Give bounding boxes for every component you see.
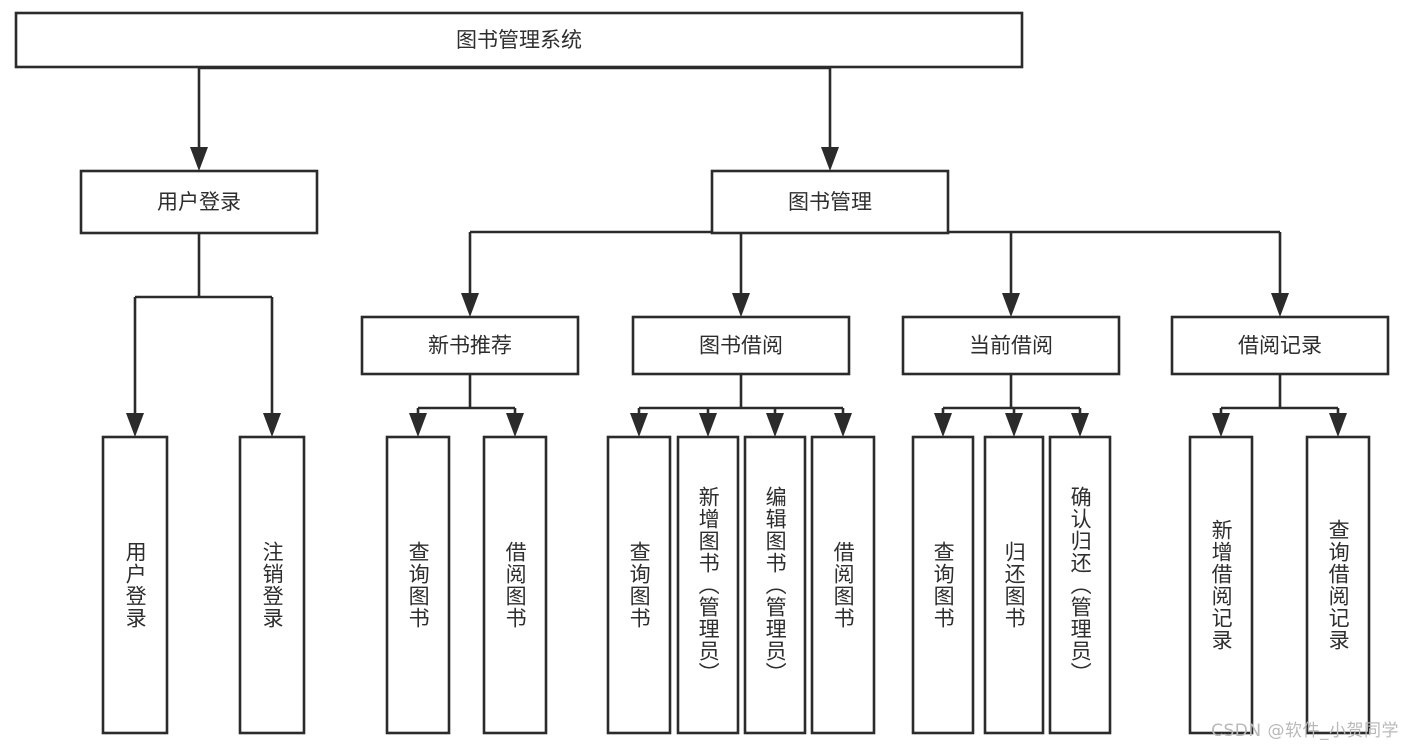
node-label-当前借阅: 当前借阅 <box>969 334 1053 358</box>
arrow-head-icon-用户登录 <box>190 147 208 171</box>
node-box-用户登录[interactable] <box>101 435 169 735</box>
node-box-借阅图书[interactable] <box>810 435 876 735</box>
arrow-head-icon-查询图书 <box>630 413 648 437</box>
arrow-head-icon-注销登录 <box>263 413 281 437</box>
node-box-查询图书[interactable] <box>911 435 975 735</box>
node-box-查询图书[interactable] <box>385 435 451 735</box>
node-box-图书管理[interactable] <box>710 169 950 235</box>
node-box-注销登录[interactable] <box>238 435 306 735</box>
arrow-head-icon-新书推荐 <box>461 293 479 317</box>
arrow-head-icon-查询借阅记录 <box>1329 413 1347 437</box>
node-label-新书推荐: 新书推荐 <box>428 334 512 358</box>
node-label-用户登录: 用户登录 <box>157 190 241 214</box>
arrow-head-icon-图书管理 <box>821 147 839 171</box>
node-label-借阅记录: 借阅记录 <box>1238 334 1322 358</box>
node-box-用户登录[interactable] <box>79 169 319 235</box>
node-box-当前借阅[interactable] <box>901 315 1121 376</box>
node-box-借阅记录[interactable] <box>1170 315 1390 376</box>
node-box-借阅图书[interactable] <box>482 435 548 735</box>
node-box-查询借阅记录[interactable] <box>1305 435 1371 735</box>
node-box-图书管理系统[interactable] <box>14 11 1024 69</box>
arrow-head-icon-确认归还管理员 <box>1071 413 1089 437</box>
node-box-编辑图书管理员[interactable] <box>743 435 807 735</box>
arrow-head-icon-用户登录 <box>126 413 144 437</box>
node-box-图书借阅[interactable] <box>631 315 851 376</box>
node-box-layer <box>14 11 1390 735</box>
arrow-head-icon-编辑图书管理员 <box>766 413 784 437</box>
arrow-head-icon-查询图书 <box>409 413 427 437</box>
node-label-图书管理: 图书管理 <box>788 190 872 214</box>
connector-layer <box>126 66 1347 437</box>
node-box-确认归还管理员[interactable] <box>1048 435 1112 735</box>
node-box-归还图书[interactable] <box>983 435 1045 735</box>
node-box-新书推荐[interactable] <box>360 315 580 376</box>
node-box-新增图书管理员[interactable] <box>676 435 740 735</box>
arrow-head-icon-新增图书管理员 <box>699 413 717 437</box>
arrow-head-icon-借阅记录 <box>1271 293 1289 317</box>
arrow-head-icon-归还图书 <box>1005 413 1023 437</box>
node-box-查询图书[interactable] <box>606 435 672 735</box>
arrow-head-icon-借阅图书 <box>506 413 524 437</box>
arrow-head-icon-查询图书 <box>934 413 952 437</box>
watermark-text: CSDN @软件_小贺同学 <box>1211 721 1399 741</box>
arrow-head-icon-借阅图书 <box>834 413 852 437</box>
arrow-head-icon-新增借阅记录 <box>1212 413 1230 437</box>
node-box-新增借阅记录[interactable] <box>1188 435 1254 735</box>
node-label-图书借阅: 图书借阅 <box>699 334 783 358</box>
arrow-head-icon-当前借阅 <box>1002 293 1020 317</box>
arrow-head-icon-图书借阅 <box>732 293 750 317</box>
node-label-图书管理系统: 图书管理系统 <box>456 28 582 52</box>
